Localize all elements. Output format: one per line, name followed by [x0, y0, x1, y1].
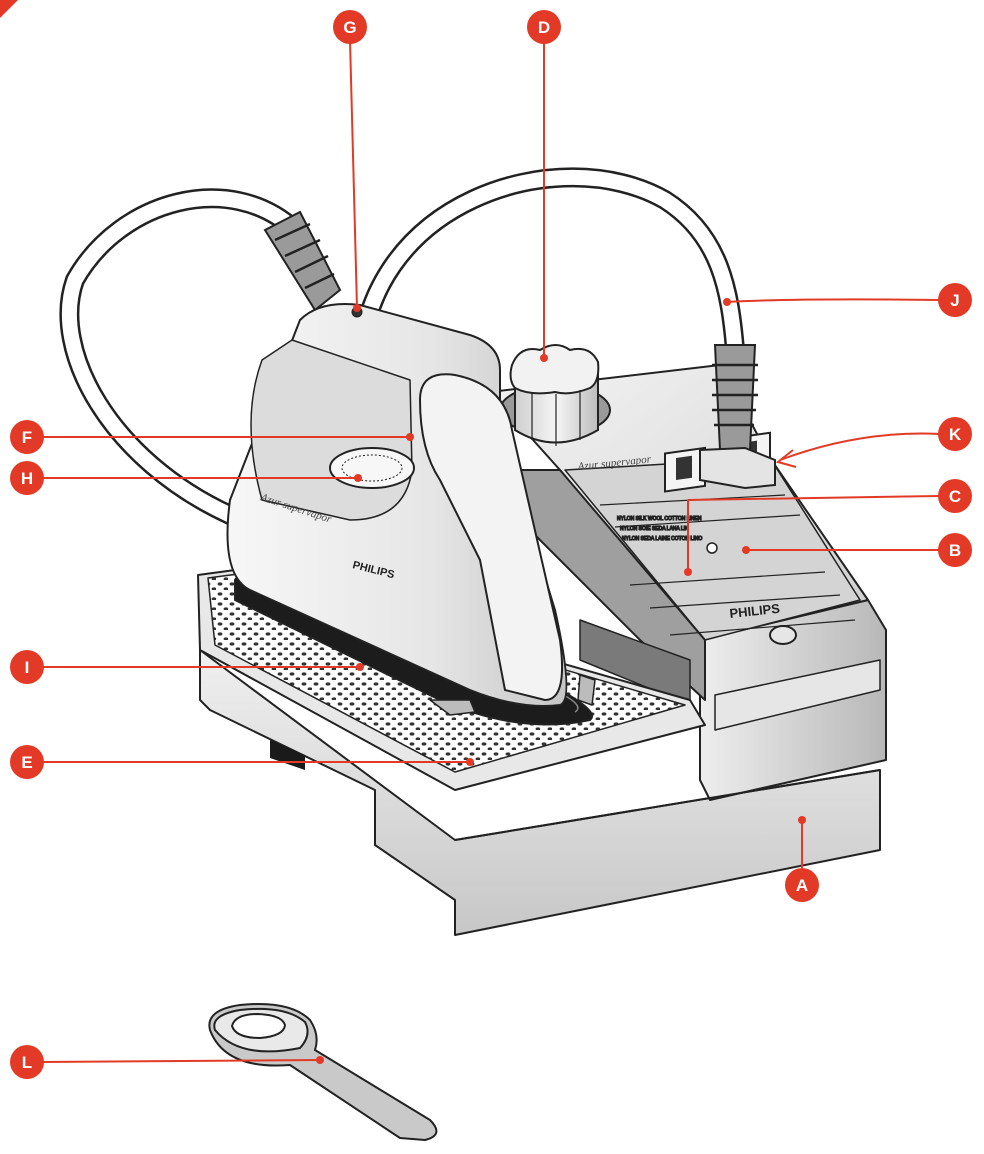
svg-text:NYLON SILK WOOL COTTON LINEN: NYLON SILK WOOL COTTON LINEN: [617, 516, 702, 522]
callout-l: L: [10, 1045, 44, 1079]
callout-h: H: [10, 461, 44, 495]
callout-k: K: [938, 417, 972, 451]
callout-a-label: A: [796, 876, 808, 895]
callout-a: A: [785, 868, 819, 902]
hose-strain-relief: [712, 345, 758, 450]
callout-k-label: K: [949, 425, 962, 444]
leader-g: [350, 40, 357, 308]
callout-e: E: [10, 745, 44, 779]
temperature-dial[interactable]: [330, 448, 414, 488]
callout-d-label: D: [538, 18, 550, 37]
spanner-tool: [209, 1004, 436, 1140]
callout-j: J: [938, 283, 972, 317]
callout-b: B: [938, 533, 972, 567]
leader-j: [727, 299, 940, 302]
callout-h-label: H: [21, 469, 33, 488]
callout-i: I: [10, 650, 44, 684]
callout-b-label: B: [949, 541, 961, 560]
indicator-light: [707, 543, 717, 553]
callout-i-label: I: [25, 658, 30, 677]
callout-f-label: F: [22, 428, 32, 447]
callout-l-label: L: [22, 1053, 32, 1072]
callout-c: C: [938, 479, 972, 513]
callout-d: D: [527, 10, 561, 44]
reset-button[interactable]: [770, 626, 796, 644]
callout-c-label: C: [949, 487, 961, 506]
callout-g: G: [333, 10, 367, 44]
water-filler-cap[interactable]: [500, 345, 610, 446]
callout-f: F: [10, 420, 44, 454]
svg-text:NYLON SOIE SEDA LANA LIN: NYLON SOIE SEDA LANA LIN: [620, 526, 689, 532]
leader-k: [780, 434, 940, 460]
callout-g-label: G: [343, 18, 356, 37]
callout-e-label: E: [21, 753, 32, 772]
callout-j-label: J: [950, 291, 959, 310]
svg-text:NYLON SEDA LAINE COTON LINO: NYLON SEDA LAINE COTON LINO: [622, 536, 702, 542]
